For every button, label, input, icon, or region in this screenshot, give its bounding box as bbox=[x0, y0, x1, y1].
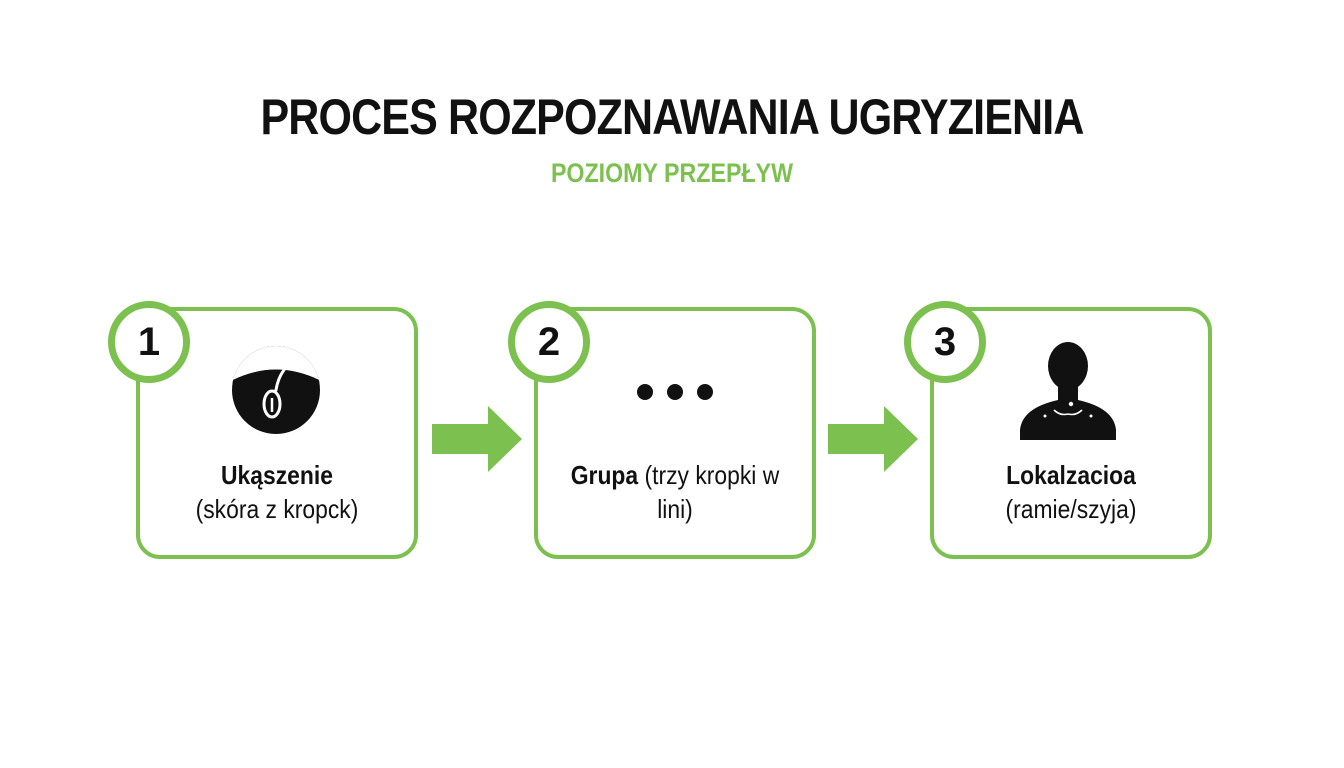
step-label-3-detail: (ramie/szyja) bbox=[1005, 494, 1137, 524]
three-dots-icon bbox=[637, 384, 713, 400]
step-label-3: Lokalzacioa (ramie/szyja) bbox=[947, 458, 1195, 526]
person-neck-icon bbox=[1020, 342, 1116, 440]
page-title: PROCES ROZPOZNAWANIA UGRYZIENIA bbox=[260, 89, 1084, 145]
step-label-1: Ukąszenie (skóra z kropck) bbox=[153, 458, 401, 526]
step-label-2-title: Grupa bbox=[570, 460, 639, 490]
step-label-1-title: Ukąszenie bbox=[221, 460, 333, 490]
step-label-1-detail: (skóra z kropck) bbox=[195, 494, 359, 524]
step-label-3-title: Lokalzacioa bbox=[1006, 460, 1136, 490]
page-subtitle: POZIOMY PRZEPŁYW bbox=[550, 158, 794, 188]
skin-puncture-icon bbox=[232, 346, 320, 434]
step-card-2 bbox=[534, 307, 816, 559]
step-label-2: Grupa (trzy kropki w lini) bbox=[551, 458, 799, 526]
arrow-right-icon-1 bbox=[432, 406, 522, 472]
arrow-right-icon-2 bbox=[828, 406, 918, 472]
step-number-badge-2: 2 bbox=[508, 301, 590, 383]
step-label-2-detail: (trzy kropki w lini) bbox=[638, 460, 786, 524]
step-number-badge-3: 3 bbox=[904, 301, 986, 383]
step-number-badge-1: 1 bbox=[108, 301, 190, 383]
